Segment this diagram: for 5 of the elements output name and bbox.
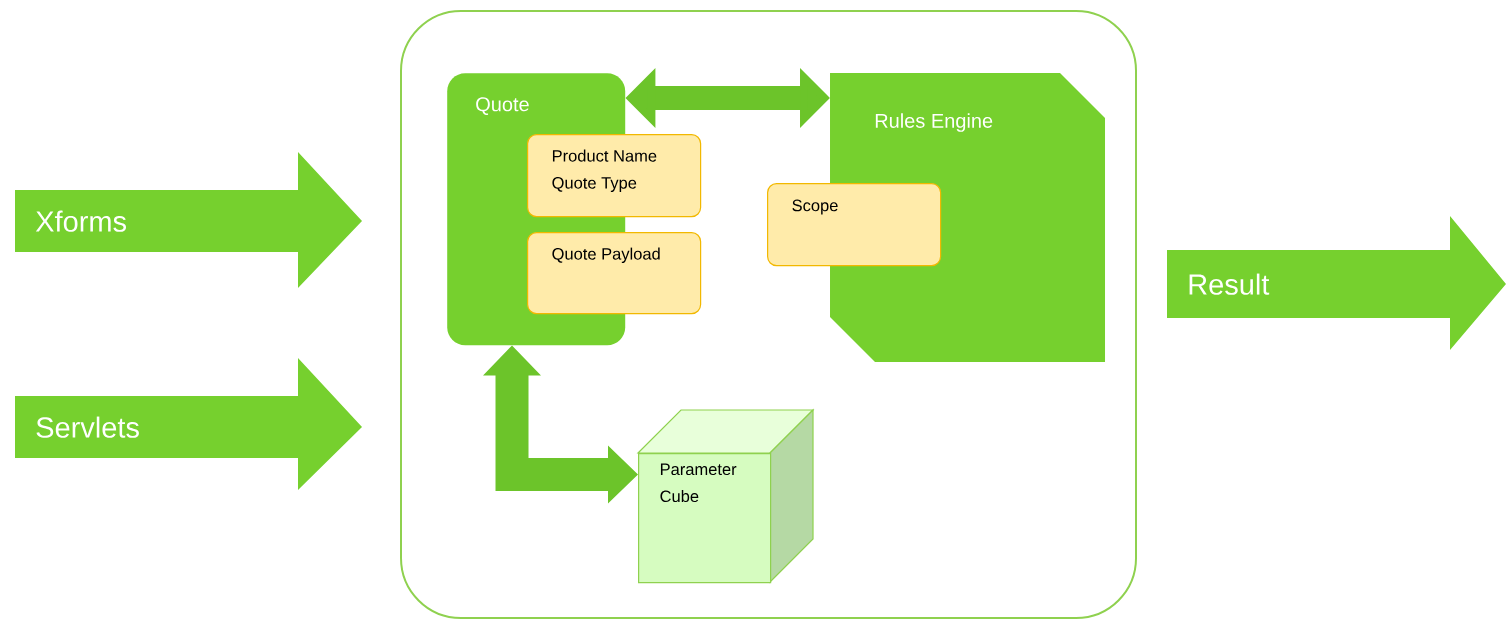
container-box xyxy=(400,10,1137,619)
field-box: Quote Payload xyxy=(527,232,702,315)
block-arrow xyxy=(483,345,638,504)
field-box: Scope xyxy=(767,183,942,267)
field-box: Product Name Quote Type xyxy=(527,134,702,218)
